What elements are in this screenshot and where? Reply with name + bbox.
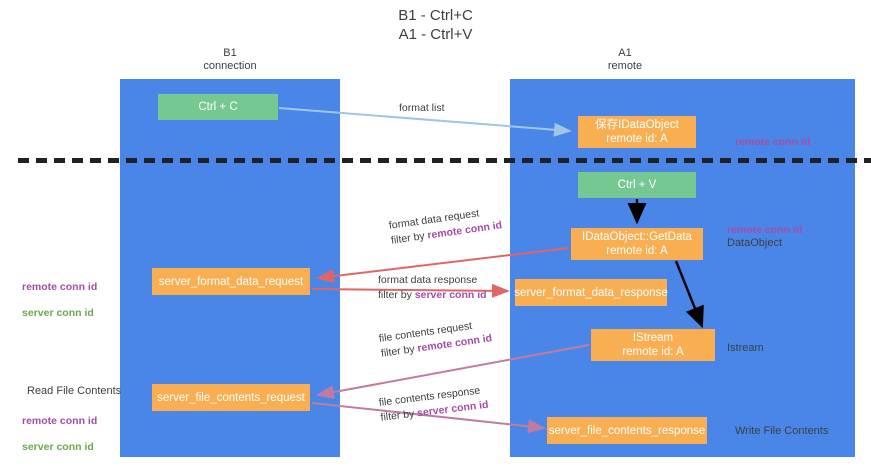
caption-format-data-response-line2: filter by server conn id — [378, 288, 487, 303]
box-idataobject-getdata[interactable]: IDataObject::GetData remote id: A — [571, 228, 703, 260]
key-left-bottom: remote conn id server conn id — [22, 402, 97, 454]
caption-file-contents-response: file contents response filter by server … — [378, 383, 489, 426]
filter-prefix: filter by — [390, 229, 429, 247]
box-istream[interactable]: IStream remote id: A — [591, 329, 715, 361]
filter-key-server-conn-id: server conn id — [414, 289, 487, 301]
key-remote-conn-id: remote conn id — [22, 281, 98, 293]
key-mid-remote-conn-id: remote conn id — [727, 211, 802, 237]
filter-prefix: filter by — [380, 342, 419, 360]
box-ctrl-c[interactable]: Ctrl + C — [158, 94, 278, 120]
box-server-file-contents-response[interactable]: server_file_contents_response — [547, 417, 707, 444]
label-istream: Istream — [727, 342, 764, 354]
box-server-format-data-response[interactable]: server_format_data_response — [514, 279, 668, 306]
label-read-file-contents: Read File Contents — [27, 385, 122, 397]
key-remote-conn-id: remote conn id — [735, 136, 811, 148]
caption-format-list: format list — [399, 101, 445, 116]
key-left-mid: remote conn id server conn id — [22, 268, 97, 320]
filter-prefix: filter by — [378, 289, 415, 301]
caption-format-data-response-line1: format data response — [378, 274, 478, 286]
box-idataobject[interactable]: 保存IDataObject remote id: A — [578, 116, 696, 148]
box-server-format-data-request[interactable]: server_format_data_request — [152, 268, 310, 295]
filter-prefix: filter by — [379, 407, 418, 424]
key-top-remote-conn-id: remote conn id — [735, 123, 810, 149]
diagram-title: B1 - Ctrl+C A1 - Ctrl+V — [398, 7, 473, 43]
key-remote-conn-id: remote conn id — [727, 224, 803, 236]
box-server-file-contents-request[interactable]: server_file_contents_request — [152, 384, 310, 411]
box-ctrl-v[interactable]: Ctrl + V — [578, 172, 696, 198]
caption-file-contents-request: file contents request filter by remote c… — [378, 316, 493, 361]
label-dataobject: DataObject — [727, 237, 783, 249]
lane-heading-b1: B1 connection — [203, 47, 257, 72]
caption-format-data-request: format data request filter by remote con… — [388, 203, 503, 248]
caption-format-data-response: format data response filter by server co… — [378, 273, 487, 303]
caption-format-list-text: format list — [399, 102, 445, 114]
phase-divider — [18, 158, 871, 163]
label-write-file-contents: Write File Contents — [735, 425, 829, 437]
key-server-conn-id: server conn id — [22, 307, 94, 319]
lane-heading-a1: A1 remote — [607, 47, 643, 72]
key-server-conn-id: server conn id — [22, 441, 94, 453]
key-remote-conn-id: remote conn id — [22, 415, 98, 427]
